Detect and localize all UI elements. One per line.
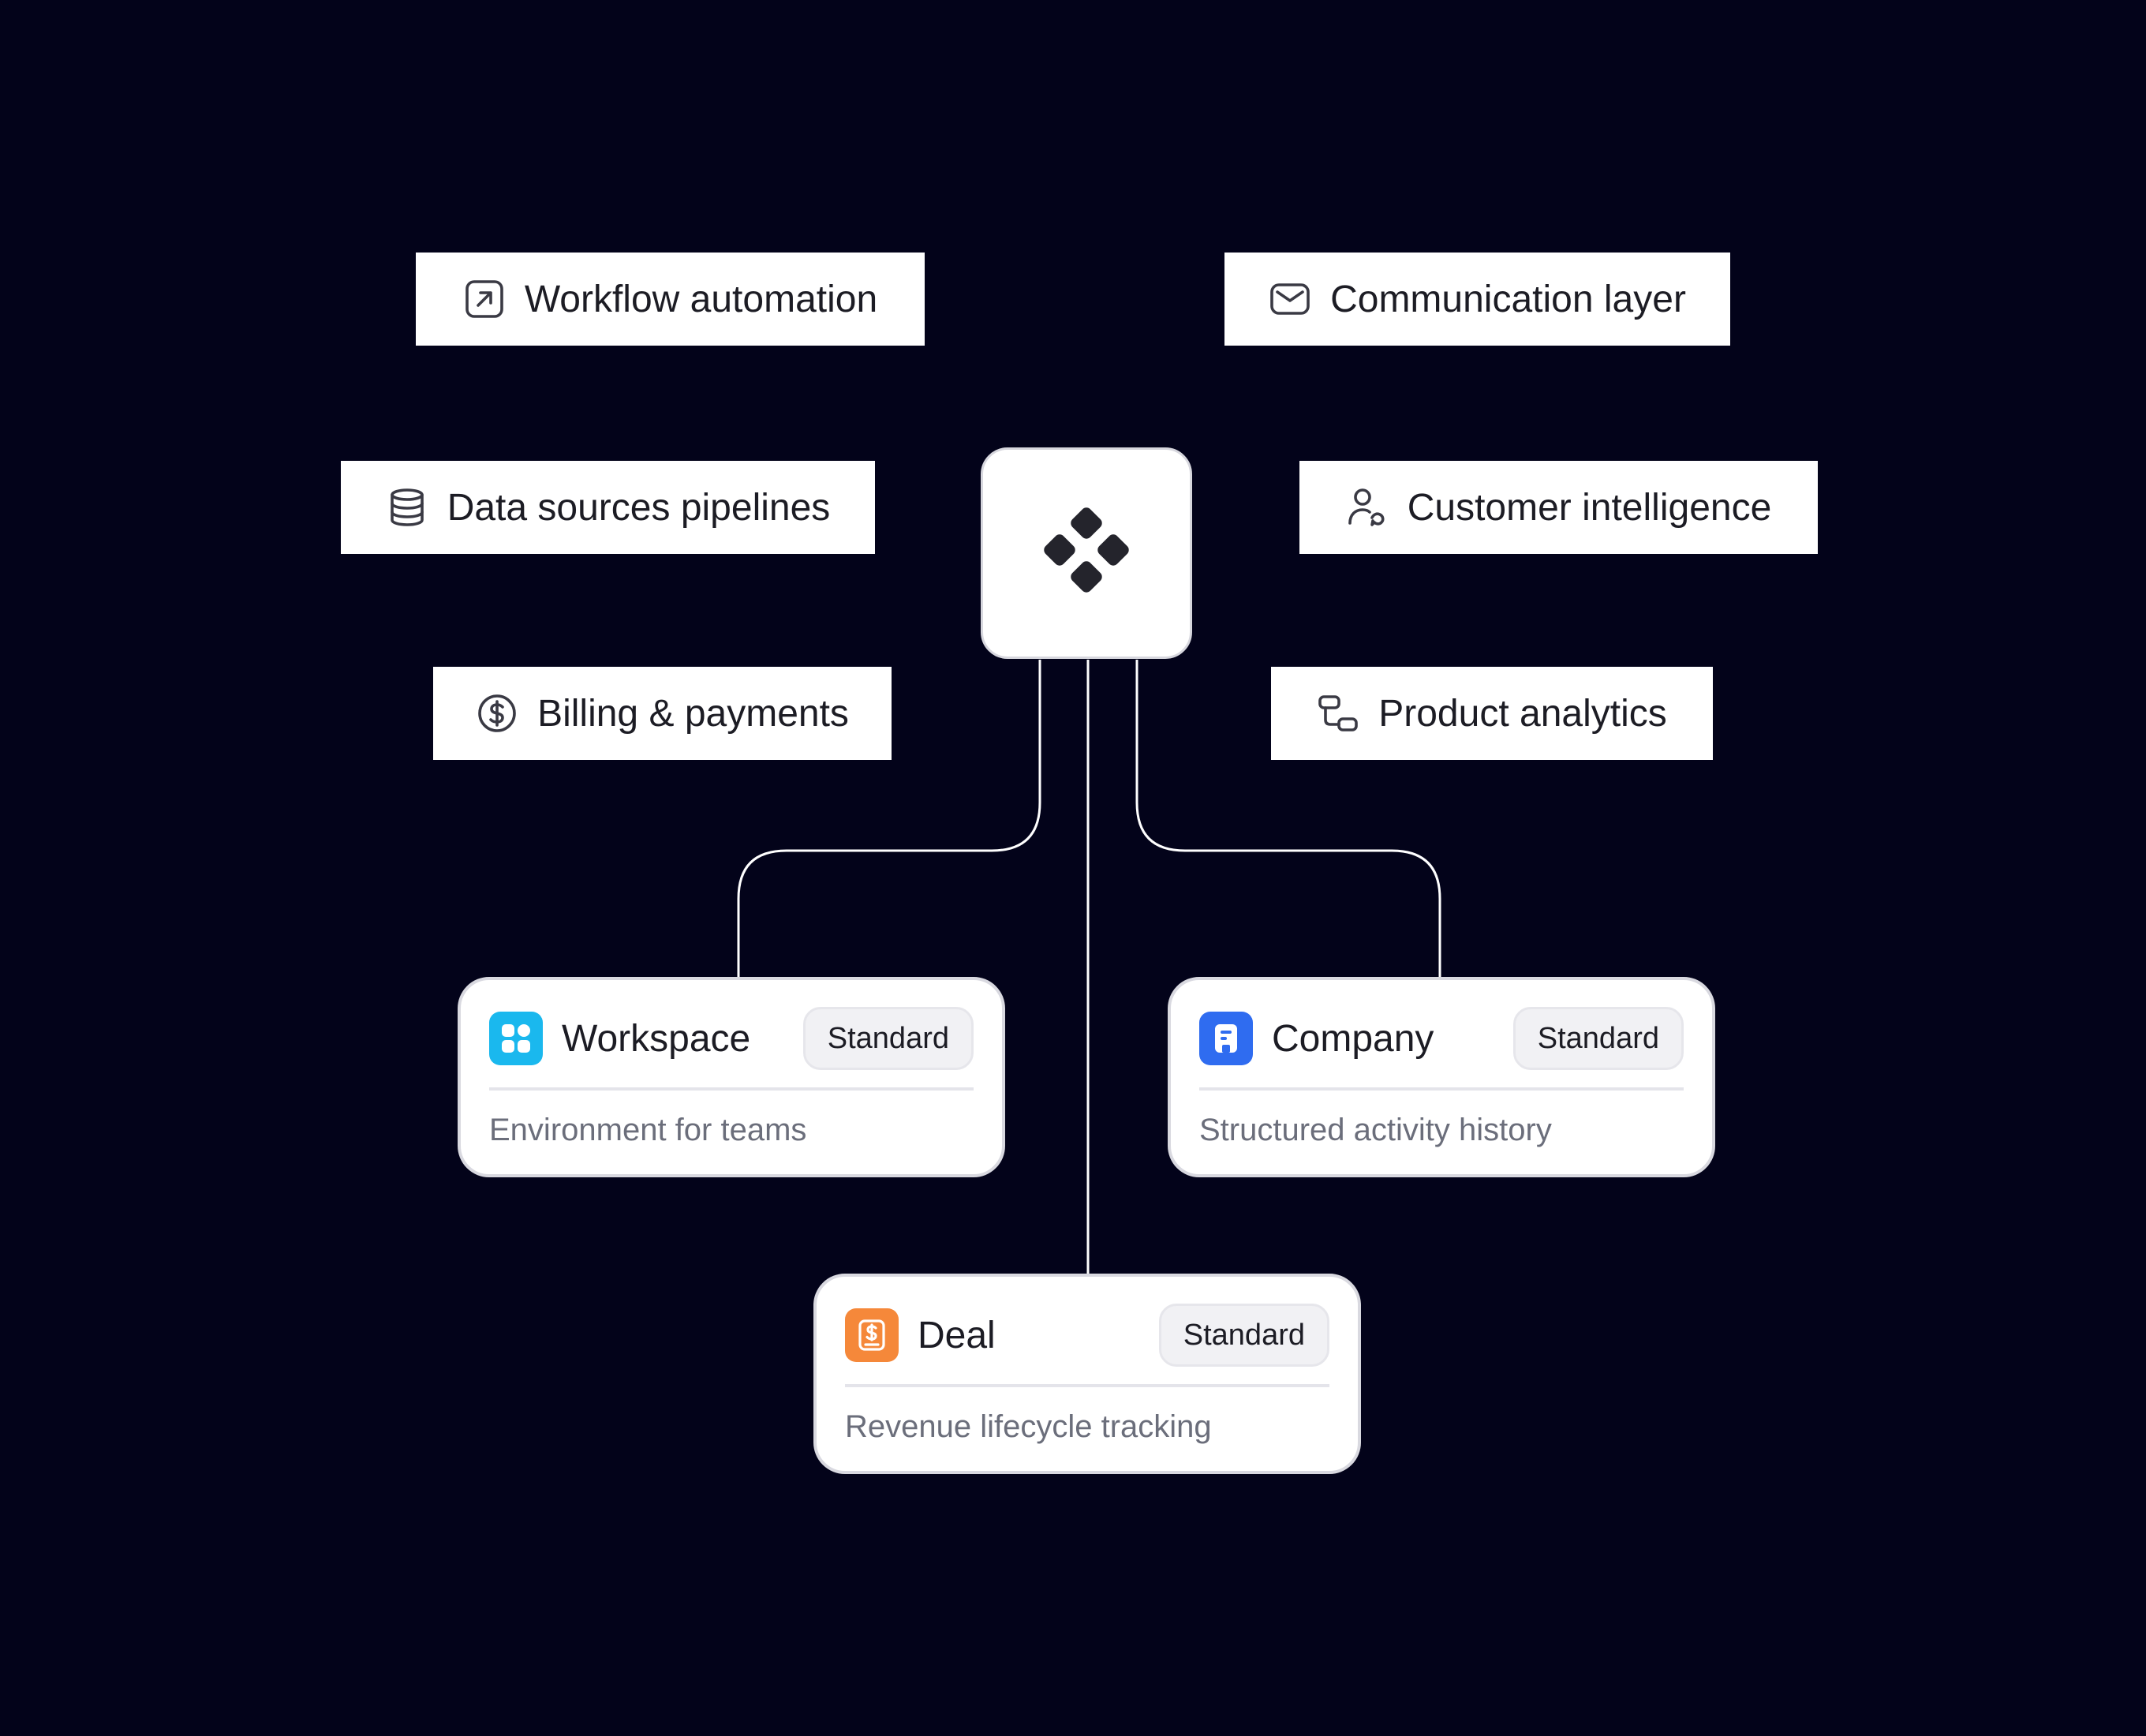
company-building-icon [1199,1012,1253,1065]
feature-billing-payments: Billing & payments [433,667,892,760]
card-title: Deal [918,1314,996,1356]
deal-dollar-icon [845,1308,899,1362]
status-badge: Standard [1158,1304,1329,1367]
feature-communication-layer: Communication layer [1224,253,1730,346]
hub-logo-tile [981,447,1192,659]
card-header: Workspace Standard [489,1007,974,1091]
feature-label: Customer intelligence [1407,486,1772,529]
card-header: Deal Standard [845,1304,1329,1387]
arrow-up-right-square-icon [463,278,506,320]
database-icon [386,486,428,529]
card-title: Workspace [562,1017,751,1060]
card-description: Revenue lifecycle tracking [845,1409,1212,1444]
feature-workflow-automation: Workflow automation [416,253,925,346]
card-description: Structured activity history [1199,1113,1552,1147]
connector-workspace [737,660,1041,977]
analytics-flow-icon [1317,692,1359,735]
feature-label: Communication layer [1330,278,1686,320]
workspace-grid-icon [489,1012,543,1065]
status-badge: Standard [1512,1007,1684,1070]
dollar-circle-icon [476,692,518,735]
object-card-deal: Deal Standard Revenue lifecycle tracking [813,1274,1361,1474]
four-diamond-logo-icon [1044,507,1129,593]
feature-label: Product analytics [1378,692,1667,735]
card-title: Company [1272,1017,1434,1060]
connector-company [1135,660,1441,977]
status-badge: Standard [802,1007,974,1070]
feature-customer-intelligence: Customer intelligence [1299,461,1818,554]
feature-product-analytics: Product analytics [1271,667,1713,760]
object-card-workspace: Workspace Standard Environment for teams [458,977,1005,1177]
user-contact-icon [1346,486,1389,529]
feature-data-sources-pipelines: Data sources pipelines [341,461,875,554]
card-header: Company Standard [1199,1007,1684,1091]
feature-label: Workflow automation [524,278,878,320]
feature-label: Billing & payments [537,692,849,735]
card-description: Environment for teams [489,1113,807,1147]
object-card-company: Company Standard Structured activity his… [1168,977,1715,1177]
envelope-icon [1269,278,1311,320]
feature-label: Data sources pipelines [447,486,831,529]
